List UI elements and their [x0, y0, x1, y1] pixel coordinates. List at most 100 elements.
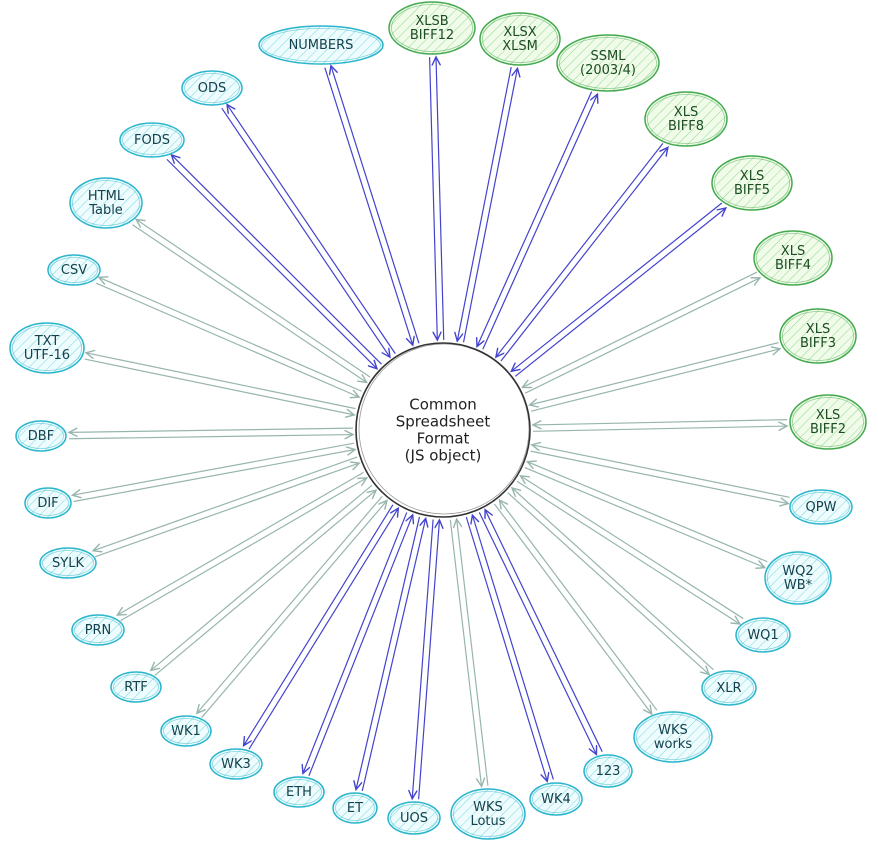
node-csv: CSV: [47, 254, 101, 286]
edge-xlsx-xlsm: [457, 67, 517, 342]
node-ssml-2003-4: SSML(2003/4): [556, 34, 660, 92]
node-eth: ETH: [273, 776, 325, 808]
edge-xls-biff2: [533, 419, 787, 432]
node-ods: ODS: [181, 70, 243, 106]
node-label-rtf: RTF: [124, 680, 148, 695]
edge-123: [478, 510, 603, 755]
node-label-fods: FODS: [134, 133, 170, 148]
node-label-numbers: NUMBERS: [289, 38, 354, 53]
edges-layer: [69, 57, 790, 799]
node-rtf: RTF: [110, 671, 162, 703]
edge-txt-utf16: [85, 353, 356, 415]
node-label-wq1: WQ1: [747, 628, 778, 643]
edge-uos: [412, 520, 439, 800]
edge-html-table: [132, 219, 371, 382]
node-et: ET: [332, 792, 378, 824]
node-xlr: XLR: [701, 670, 757, 706]
edge-xls-biff4: [522, 271, 760, 394]
edge-dbf: [69, 427, 353, 440]
edge-wq2-wb: [524, 462, 768, 568]
edge-csv: [96, 277, 362, 397]
edge-ssml-2003-4: [477, 91, 597, 350]
node-label-wk3: WK3: [221, 757, 251, 772]
edge-eth: [303, 512, 413, 777]
node-numbers: NUMBERS: [258, 25, 384, 65]
edge-numbers: [324, 66, 420, 345]
node-label-wk1: WK1: [171, 724, 201, 739]
node-label-uos: UOS: [400, 811, 428, 826]
edge-qpw: [531, 445, 790, 504]
edge-fods: [166, 155, 382, 369]
node-dif: DIF: [24, 487, 72, 519]
node-wk3: WK3: [209, 748, 263, 780]
edge-xls-biff8: [496, 143, 668, 362]
node-label-qpw: QPW: [806, 500, 837, 515]
edge-xls-biff5: [511, 202, 726, 377]
node-label-sylk: SYLK: [52, 556, 84, 571]
node-label-eth: ETH: [286, 785, 312, 800]
node-label-csv: CSV: [61, 263, 87, 278]
node-label-dbf: DBF: [28, 429, 54, 444]
node-123: 123: [583, 754, 633, 788]
node-label-wk4: WK4: [541, 792, 571, 807]
node-prn: PRN: [71, 614, 125, 646]
edge-xls-biff3: [530, 342, 781, 412]
edge-wq1: [516, 476, 744, 624]
edge-ods: [221, 105, 396, 358]
edge-wk1: [197, 495, 387, 718]
edge-rtf: [151, 484, 376, 676]
node-label-et: ET: [347, 801, 363, 816]
node-label-xlr: XLR: [716, 681, 741, 696]
node-label-123: 123: [596, 764, 621, 779]
node-sylk: SYLK: [39, 547, 97, 579]
edge-prn: [117, 471, 366, 622]
node-fods: FODS: [119, 122, 185, 158]
node-label-prn: PRN: [85, 623, 112, 638]
node-label-ods: ODS: [198, 81, 227, 96]
edge-wk3: [244, 504, 399, 750]
node-dbf: DBF: [15, 420, 67, 452]
node-qpw: QPW: [789, 489, 853, 525]
edge-et: [356, 516, 426, 792]
edge-xlr: [507, 488, 714, 675]
edge-sylk: [93, 456, 359, 558]
edge-wks-lotus: [449, 519, 489, 786]
node-label-ssml-2003-4: SSML(2003/4): [580, 49, 636, 78]
node-wk1: WK1: [160, 715, 212, 747]
node-uos: UOS: [387, 801, 441, 835]
edge-wks-works: [493, 500, 658, 714]
node-label-dif: DIF: [37, 496, 58, 511]
node-wk4: WK4: [529, 782, 583, 816]
edge-wk4: [465, 515, 554, 781]
edge-xlsb-biff12: [428, 57, 445, 340]
